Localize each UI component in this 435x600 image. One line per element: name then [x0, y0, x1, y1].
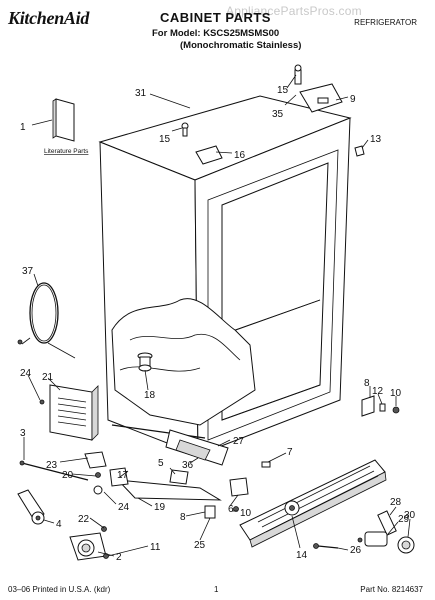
base-grille	[239, 459, 387, 548]
callout-12: 12	[372, 386, 384, 397]
shim-part	[354, 145, 365, 157]
callout-8: 8	[180, 512, 186, 523]
cabinet-cutaway	[111, 298, 321, 426]
front-roller	[69, 526, 109, 561]
leader-lines	[23, 74, 411, 557]
callout-10: 10	[390, 388, 402, 399]
callout-36: 36	[182, 460, 194, 471]
drain-tube-coil	[17, 282, 76, 359]
callout-20: 20	[62, 470, 74, 481]
print-info: 03–06 Printed in U.S.A. (kdr)	[8, 585, 111, 594]
grille-screw	[313, 543, 339, 549]
callout-14: 14	[296, 550, 308, 561]
callout-30: 30	[404, 510, 416, 521]
callout-10: 10	[240, 508, 252, 519]
page-number: 1	[214, 585, 219, 594]
left-base-rail	[19, 451, 107, 481]
callout-27: 27	[233, 436, 245, 447]
callout-22: 22	[78, 514, 90, 525]
page-title: CABINET PARTS	[160, 10, 271, 25]
callout-7: 7	[287, 447, 293, 458]
model-subtitle: (Monochromatic Stainless)	[180, 40, 302, 51]
callout-11: 11	[150, 542, 161, 553]
door-stop-bracket	[361, 395, 400, 417]
callout-37: 37	[22, 266, 34, 277]
part-number: Part No. 8214637	[360, 585, 423, 594]
callout-24: 24	[118, 502, 130, 513]
literature-parts-label: Literature Parts	[44, 148, 89, 155]
model-line: For Model: KSCS25MSMS00	[152, 28, 280, 39]
callout-8: 8	[364, 378, 370, 389]
callout-16: 16	[234, 150, 246, 161]
callout-15: 15	[159, 134, 171, 145]
rear-roller	[357, 510, 415, 554]
category-label: REFRIGERATOR	[354, 18, 417, 27]
top-hinge-bracket	[294, 64, 343, 113]
callout-17: 17	[117, 470, 129, 481]
callout-9: 9	[350, 94, 356, 105]
callout-19: 19	[154, 502, 166, 513]
lower-hinge-hardware	[204, 461, 271, 519]
callout-26: 26	[350, 545, 362, 556]
callout-labels: 31 15 35 9 15 16 13 1 37 24 21 18 8 12 1…	[20, 85, 416, 563]
callout-28: 28	[390, 497, 402, 508]
leveling-leg	[17, 489, 45, 525]
callout-5: 5	[158, 458, 164, 469]
rear-access-panel	[39, 384, 99, 441]
literature-booklet	[52, 98, 75, 142]
brand-logo: KitchenAid	[8, 8, 90, 28]
callout-15: 15	[277, 85, 289, 96]
center-hinge-mount	[181, 122, 223, 165]
callout-18: 18	[144, 390, 156, 401]
drain-fitting	[137, 352, 153, 372]
callout-23: 23	[46, 460, 58, 471]
watermark: AppliancePartsPros.com	[226, 4, 362, 18]
front-frame-assembly	[93, 424, 229, 501]
callout-6: 6	[228, 504, 234, 515]
callout-4: 4	[56, 519, 62, 530]
callout-1: 1	[20, 122, 26, 133]
callout-24: 24	[20, 368, 32, 379]
callout-29: 29	[398, 514, 410, 525]
callout-21: 21	[42, 372, 54, 383]
callout-3: 3	[20, 428, 26, 439]
callout-13: 13	[370, 134, 382, 145]
callout-2: 2	[116, 552, 122, 563]
callout-25: 25	[194, 540, 206, 551]
callout-31: 31	[135, 88, 147, 99]
callout-35: 35	[272, 109, 284, 120]
